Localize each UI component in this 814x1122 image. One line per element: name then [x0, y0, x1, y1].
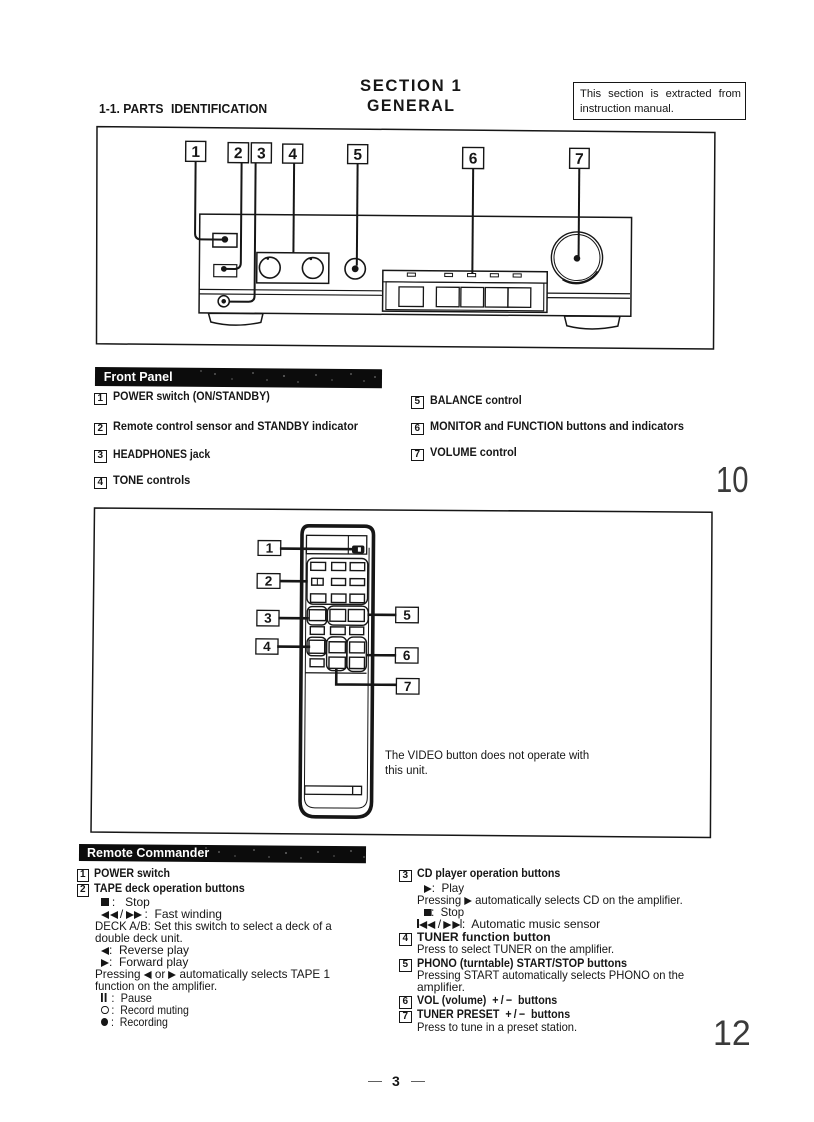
- svg-text:3: 3: [264, 611, 272, 626]
- svg-text:4: 4: [288, 146, 297, 163]
- svg-text:1: 1: [191, 144, 200, 161]
- svg-text:5: 5: [403, 608, 411, 623]
- svg-text:6: 6: [469, 151, 478, 168]
- svg-text:4: 4: [263, 639, 271, 654]
- svg-text:7: 7: [403, 679, 411, 694]
- svg-text:2: 2: [264, 574, 272, 589]
- svg-text:1: 1: [265, 541, 273, 556]
- svg-text:2: 2: [234, 145, 243, 162]
- svg-text:5: 5: [353, 147, 362, 164]
- svg-text:7: 7: [575, 151, 584, 168]
- svg-text:6: 6: [402, 648, 410, 663]
- svg-text:3: 3: [257, 146, 266, 163]
